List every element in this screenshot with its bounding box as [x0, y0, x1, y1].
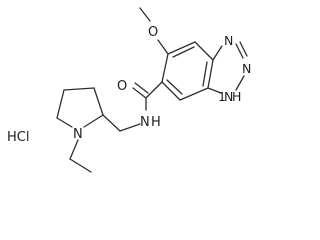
triazole-n1-label: N — [224, 33, 233, 48]
triazole-nh-hydrogen-label: H — [232, 89, 241, 104]
bond-ring-f — [161, 53, 169, 83]
carbonyl-oxygen-label: O — [117, 79, 127, 94]
bond-ring-c — [207, 59, 214, 89]
structure-canvas: O O N H N N N H 1 N HCl — [7, 7, 251, 173]
triazole-position-label: 1 — [218, 89, 226, 104]
bond-methoxy-o-ring — [157, 39, 169, 55]
bonds — [56, 7, 248, 173]
bond-n-ethyl-b — [69, 158, 92, 173]
bond-ring-e-inner — [166, 79, 183, 95]
bond-triazole-c — [235, 75, 245, 91]
molecule-drawing: O O N H N N N H 1 N HCl — [7, 7, 251, 173]
bond-ring-d — [179, 87, 209, 101]
bond-n-ethyl-a — [69, 139, 79, 160]
amide-hydrogen-label: H — [151, 115, 161, 130]
bond-carbonyl-o — [132, 87, 147, 99]
bond-methoxy-ch3 — [139, 7, 151, 22]
bond-ring-b — [194, 41, 214, 61]
bond-carbonyl-o-2 — [134, 82, 149, 94]
bond-ring-e — [161, 81, 181, 101]
bond-ring-c-inner — [202, 61, 208, 87]
bond-triazole-a — [212, 45, 223, 61]
bond-ring-a-inner — [172, 46, 195, 58]
bond-pyr-c — [56, 89, 65, 119]
triazole-n2-label: N — [242, 61, 251, 76]
bond-ring-a — [167, 41, 196, 55]
bond-ring-carbonyl — [145, 81, 163, 99]
pyrrolidine-nitrogen-label: N — [73, 127, 83, 142]
bond-triazole-b — [235, 43, 244, 59]
bond-ch2-ring — [102, 114, 121, 132]
bond-pyr-b — [63, 87, 95, 91]
bond-pyr-d — [56, 117, 73, 128]
bond-triazole-b-inner — [239, 41, 248, 57]
salt-label: HCl — [7, 130, 29, 145]
methoxy-oxygen-label: O — [148, 25, 158, 40]
bond-amide-ch2 — [119, 123, 141, 132]
triazole-n3-label: N — [224, 89, 233, 104]
atom-labels: O O N H N N N H 1 N — [73, 25, 251, 142]
bond-pyr-a — [93, 87, 104, 116]
bond-pyr-e — [83, 114, 104, 128]
amide-nitrogen-label: N — [140, 115, 150, 130]
bond-triazole-d — [207, 87, 222, 94]
